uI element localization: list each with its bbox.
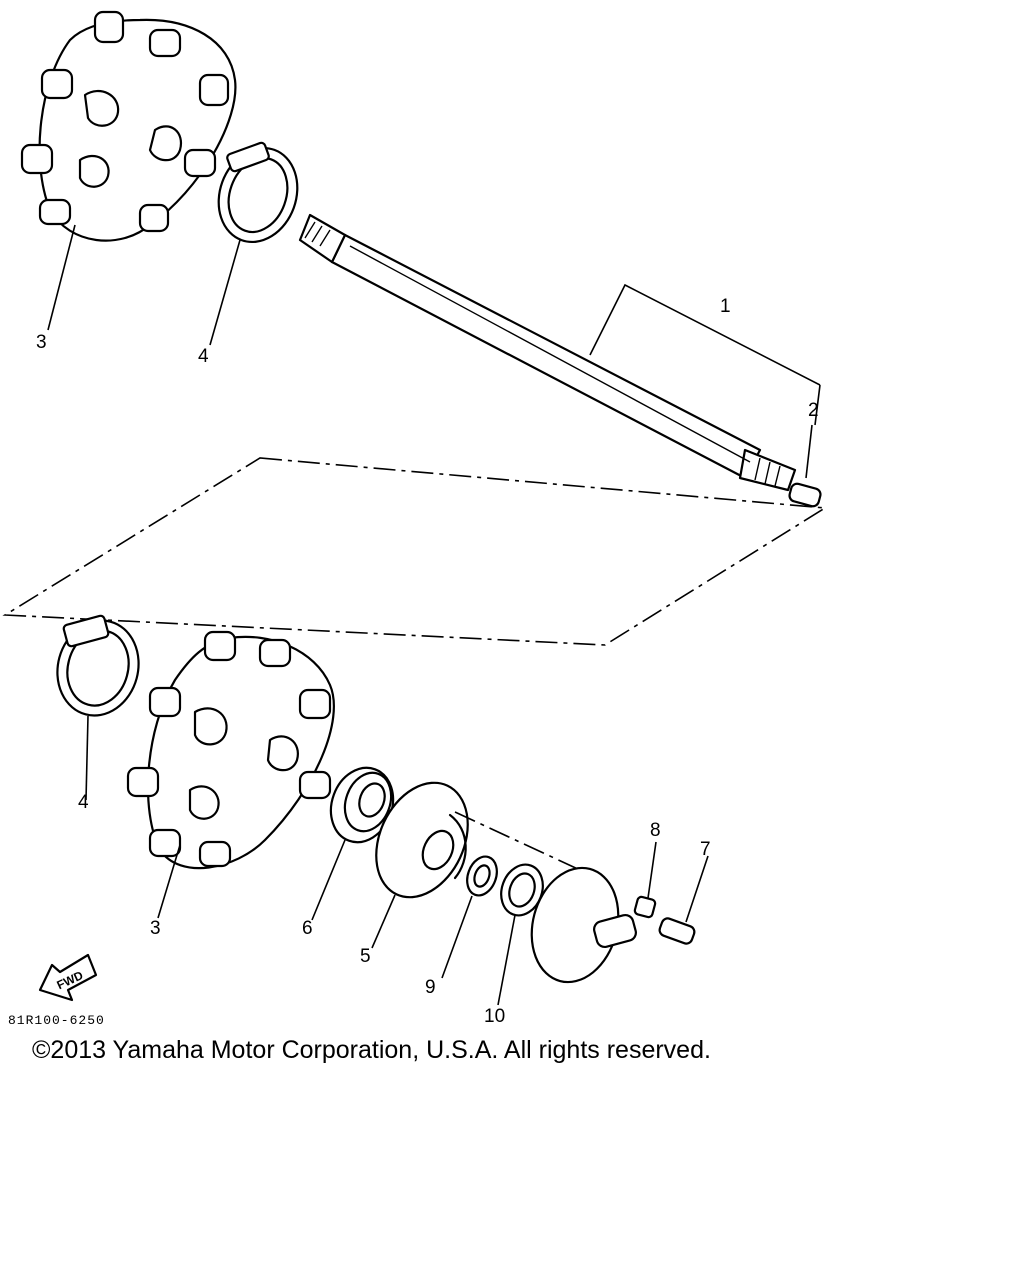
callout-9: 9 [425, 977, 436, 998]
drive-sprocket-top [20, 10, 237, 242]
callout-6: 6 [302, 918, 313, 939]
bearing [329, 766, 395, 844]
collar [500, 863, 544, 917]
dowel-pin [788, 482, 822, 508]
fwd-arrow-icon [38, 953, 98, 1002]
callout-5: 5 [360, 946, 371, 967]
exploded-parts-diagram: FWD 1 2 3 4 4 3 6 5 9 10 8 7 81R100-6250 [2, 10, 828, 1028]
callout-3-bottom: 3 [150, 918, 161, 939]
callout-3-top: 3 [36, 332, 47, 353]
callout-8: 8 [650, 820, 661, 841]
band-clamp-bottom [56, 614, 140, 717]
drawing-code: 81R100-6250 [8, 1013, 105, 1028]
copyright-notice: ©2013 Yamaha Motor Corporation, U.S.A. A… [32, 1036, 711, 1064]
lock-nut [633, 895, 657, 919]
bolt [658, 917, 696, 945]
flange-hub [530, 866, 637, 984]
callout-4-top: 4 [198, 346, 209, 367]
bearing-housing [375, 781, 469, 899]
washer [466, 855, 498, 897]
callout-4-bottom: 4 [78, 792, 89, 813]
callout-2: 2 [808, 400, 819, 421]
drive-sprocket-bottom [126, 630, 335, 870]
callout-7: 7 [700, 839, 711, 860]
callout-10: 10 [484, 1006, 505, 1027]
band-clamp-top [217, 141, 299, 244]
callout-1: 1 [720, 296, 731, 317]
